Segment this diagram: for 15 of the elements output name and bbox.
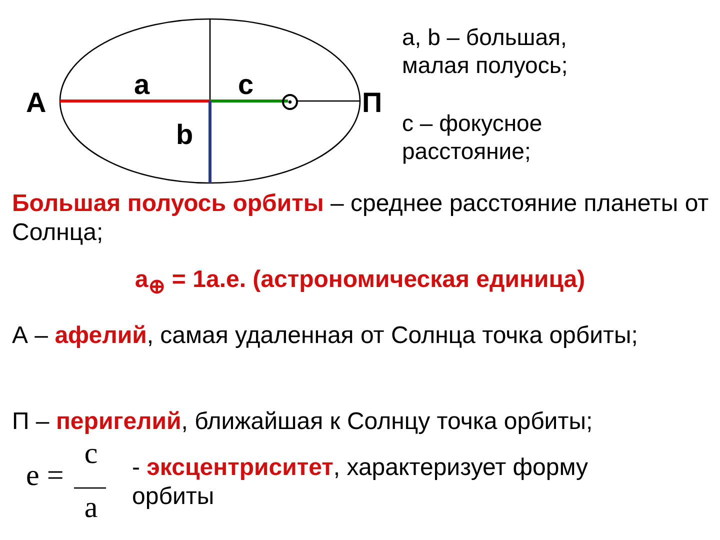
point-label: A xyxy=(26,86,46,120)
definition-text: - эксцентриситет, характеризует форму орбиты xyxy=(132,454,589,512)
definition-text: А – афелий, самая удаленная от Солнца точка орбиты; xyxy=(12,322,638,351)
definition-text: Большая полуось орбиты – среднее расстояние планеты от Солнца; xyxy=(12,190,710,248)
formula-text: a$_{⊕}$ = 1а.е. (астрономическая единица) xyxy=(134,266,586,299)
point-label: П xyxy=(362,86,382,120)
formula-variable: c xyxy=(83,436,99,472)
axis-label: a xyxy=(134,68,150,102)
formula-text: e = xyxy=(26,458,64,494)
legend-note: c – фокусное расстояние; xyxy=(402,110,544,166)
legend-note: a, b – большая, малая полуось; xyxy=(402,24,569,80)
axis-label: b xyxy=(176,118,194,152)
definition-text: П – перигелий, ближайшая к Солнцу точка орбиты; xyxy=(12,408,593,437)
axis-label: c xyxy=(238,68,254,102)
formula-variable: a xyxy=(83,490,99,526)
